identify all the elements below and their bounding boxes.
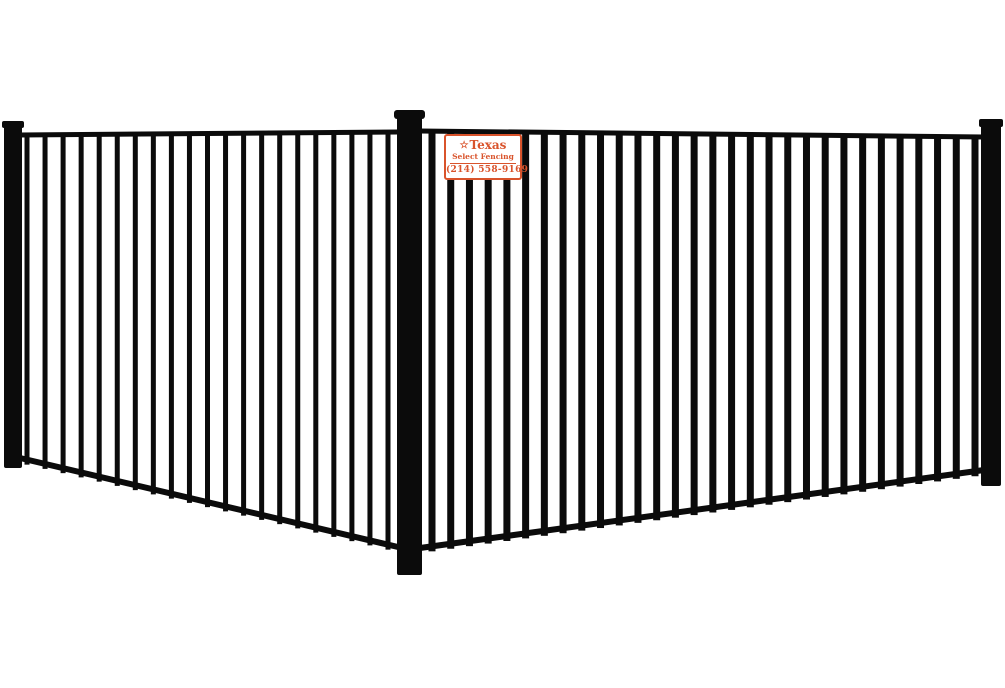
right-picket — [615, 132, 623, 526]
sign-divider — [450, 163, 516, 164]
left-picket — [349, 131, 355, 542]
right-picket — [934, 135, 942, 482]
right-picket — [709, 133, 717, 513]
sign-subtitle: Select Fencing — [452, 152, 514, 161]
right-picket — [465, 130, 473, 547]
left-picket — [385, 131, 391, 550]
right-picket — [671, 132, 679, 518]
corner-post — [397, 114, 422, 575]
left-picket — [150, 132, 156, 495]
right-picket — [559, 131, 567, 534]
left-picket — [277, 131, 283, 525]
right-picket — [447, 130, 455, 549]
left-end-post — [4, 124, 22, 468]
right-picket — [484, 130, 492, 544]
right-picket — [653, 132, 661, 521]
right-picket — [428, 130, 436, 552]
right-picket — [728, 133, 736, 510]
right-fence-section — [419, 128, 985, 552]
right-picket — [690, 132, 698, 516]
right-picket — [859, 134, 867, 492]
left-picket — [331, 131, 337, 537]
right-picket — [597, 131, 605, 529]
left-picket — [186, 132, 192, 503]
left-picket — [24, 133, 30, 465]
sign-brand: Texas — [469, 138, 507, 152]
company-sign: ☆Texas Select Fencing (214) 558-9169 — [444, 134, 529, 180]
right-picket — [821, 134, 829, 497]
corner-post-cap — [394, 110, 425, 119]
right-picket — [578, 131, 586, 531]
right-top-rail — [419, 128, 985, 140]
right-picket — [802, 134, 810, 500]
left-picket — [114, 133, 120, 486]
right-picket — [540, 131, 548, 536]
left-picket — [295, 131, 301, 529]
left-picket — [367, 131, 373, 546]
sign-brand-line: ☆Texas — [446, 139, 520, 152]
right-picket — [765, 133, 773, 505]
right-picket — [746, 133, 754, 508]
right-picket — [634, 132, 642, 523]
fence-posts — [2, 110, 1003, 575]
sign-phone: (214) 558-9169 — [446, 165, 529, 175]
left-fence-section — [19, 129, 399, 550]
right-picket — [877, 134, 885, 490]
right-picket — [503, 130, 511, 541]
right-end-post — [981, 122, 1001, 486]
right-picket — [915, 135, 923, 485]
right-picket — [896, 135, 904, 487]
left-picket — [259, 132, 265, 520]
left-picket — [168, 132, 174, 499]
left-end-post-cap — [2, 121, 24, 128]
left-picket — [205, 132, 210, 508]
left-picket — [223, 132, 229, 512]
left-picket — [132, 133, 138, 491]
left-picket — [60, 133, 66, 474]
right-picket — [784, 133, 792, 503]
left-picket — [241, 132, 247, 516]
right-picket — [840, 134, 848, 495]
right-picket — [971, 135, 979, 477]
right-end-post-cap — [979, 119, 1003, 127]
right-picket — [952, 135, 960, 479]
left-picket — [96, 133, 102, 482]
left-picket — [42, 133, 48, 469]
left-picket — [313, 131, 319, 533]
left-picket — [78, 133, 84, 478]
star-icon: ☆ — [459, 140, 469, 151]
right-bottom-rail — [419, 467, 985, 551]
right-picket — [522, 131, 530, 539]
